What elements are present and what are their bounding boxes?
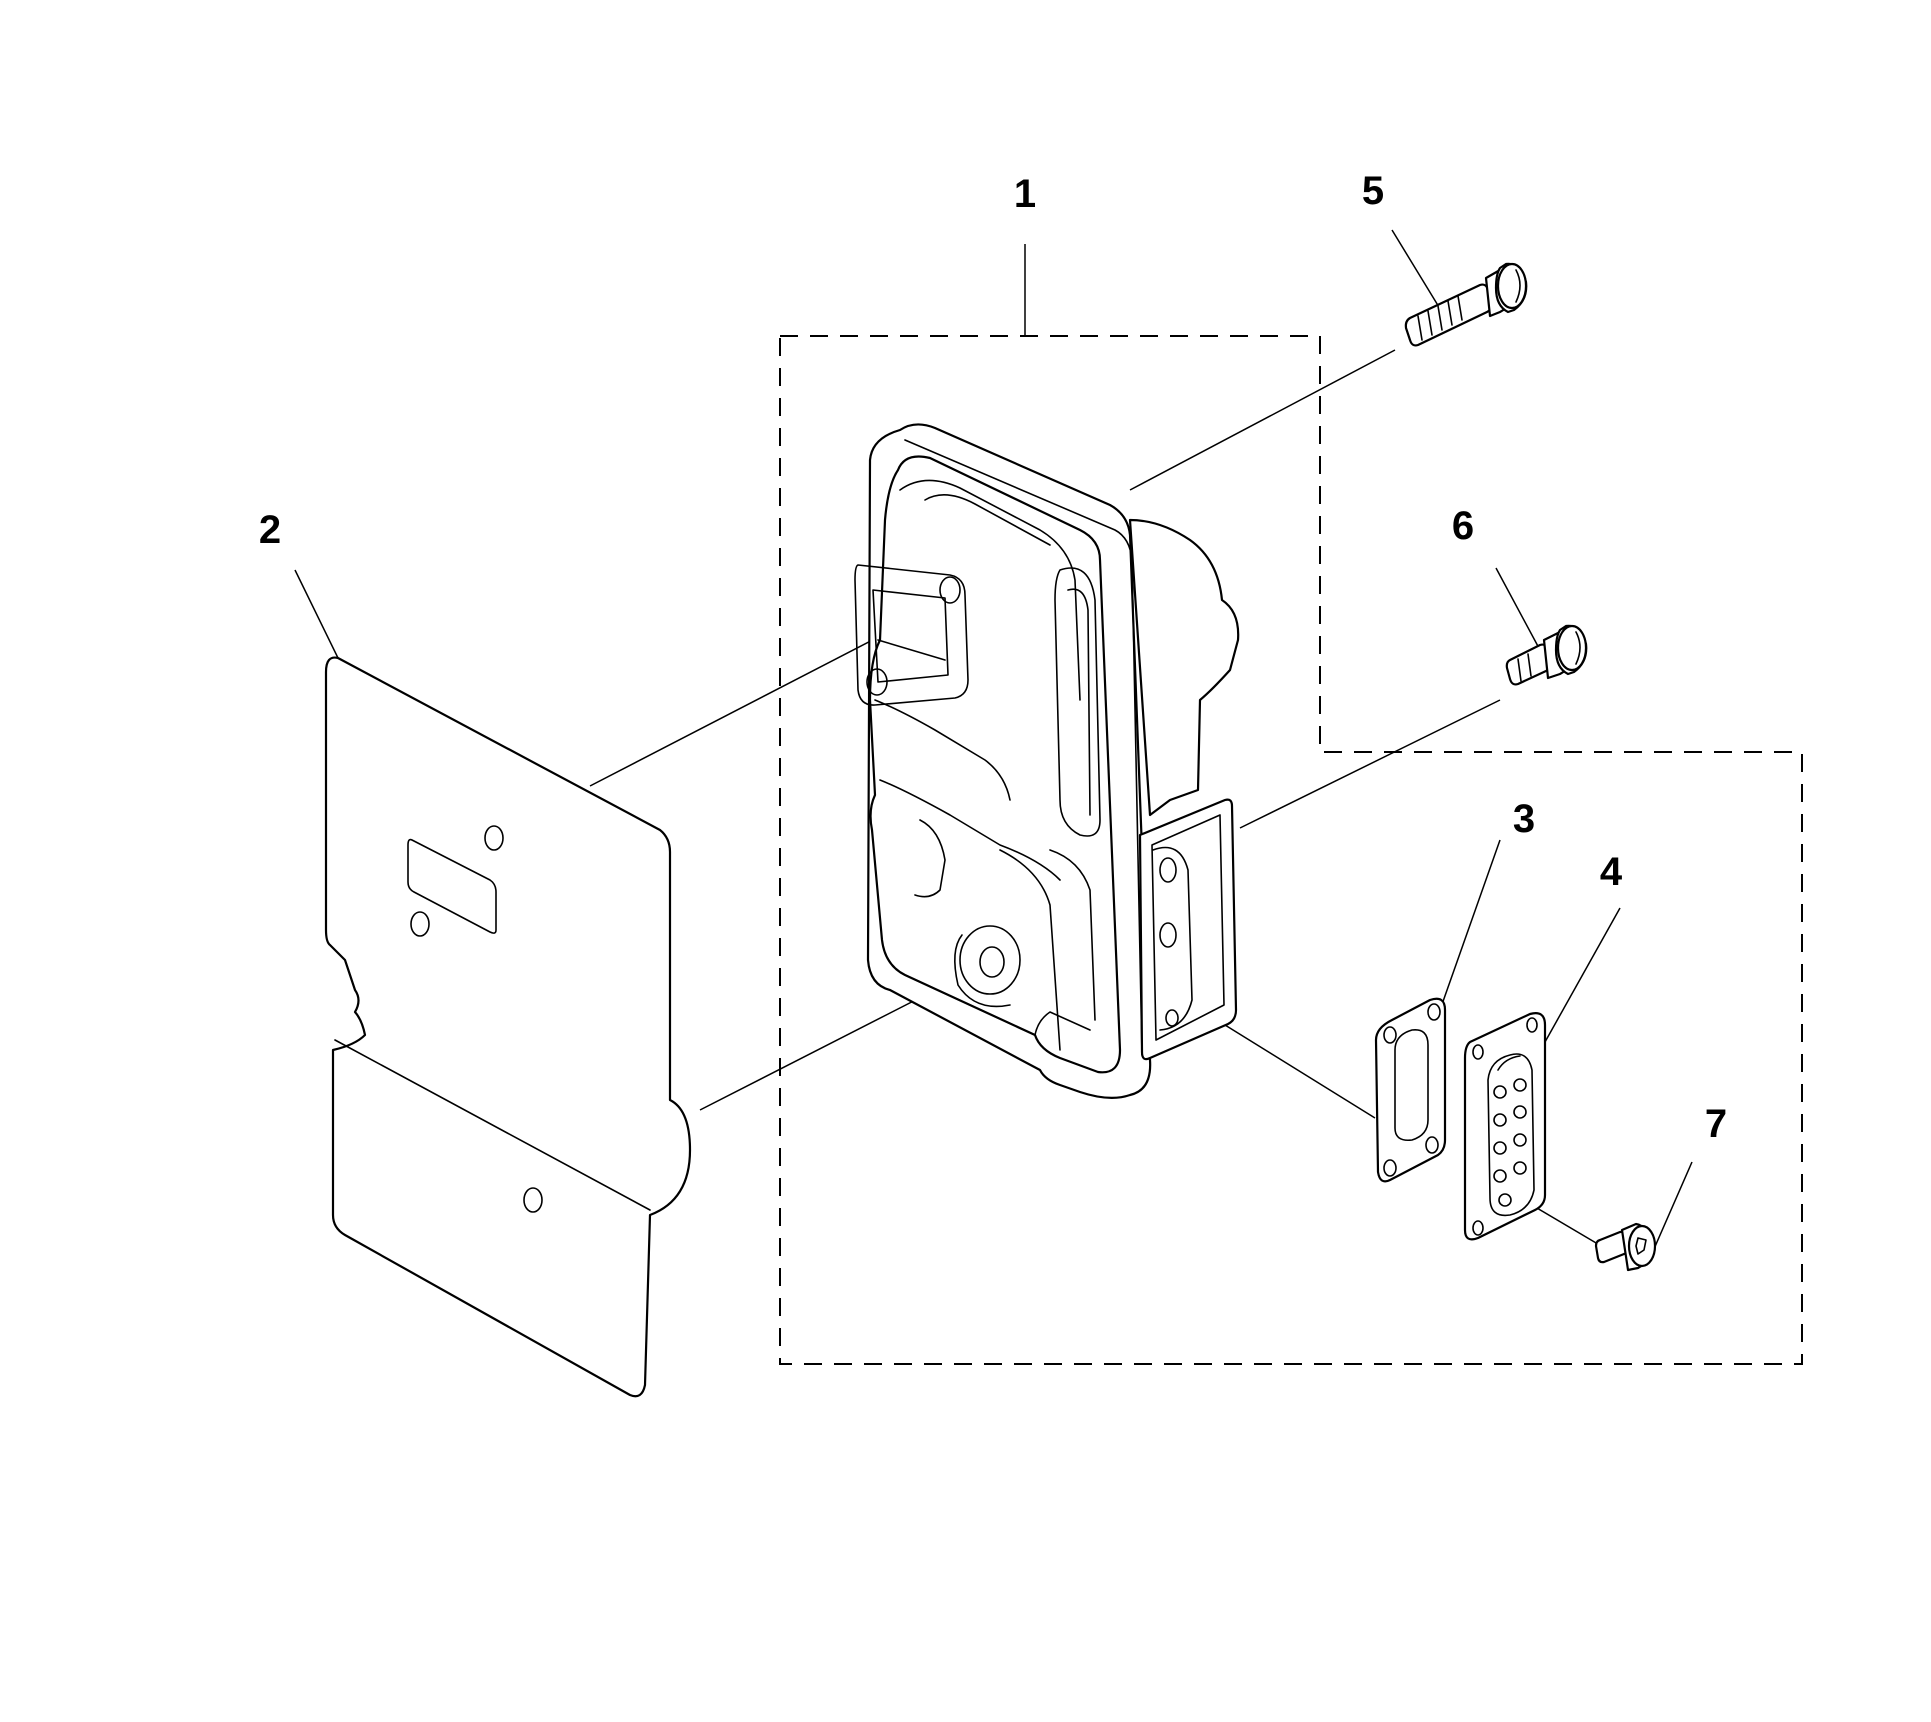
heat-shield-plate bbox=[324, 656, 692, 1398]
kit-group-outline bbox=[779, 335, 1803, 1365]
spark-arrestor-screen bbox=[1463, 1012, 1547, 1241]
callout-6: 6 bbox=[1452, 504, 1474, 548]
callout-2: 2 bbox=[259, 508, 281, 552]
callout-4: 4 bbox=[1600, 850, 1623, 894]
callout-3: 3 bbox=[1513, 797, 1535, 841]
callout-5: 5 bbox=[1362, 169, 1384, 213]
callout-labels: 1 2 3 4 5 6 7 bbox=[259, 169, 1727, 1146]
muffler-body bbox=[854, 423, 1240, 1099]
callout-1: 1 bbox=[1014, 172, 1036, 216]
short-flange-screw bbox=[1505, 624, 1588, 686]
torx-screw bbox=[1594, 1222, 1657, 1272]
callout-7: 7 bbox=[1705, 1102, 1727, 1146]
leader-lines bbox=[294, 229, 1693, 1259]
long-flange-screw bbox=[1404, 262, 1528, 347]
outlet-gasket bbox=[1374, 997, 1447, 1183]
